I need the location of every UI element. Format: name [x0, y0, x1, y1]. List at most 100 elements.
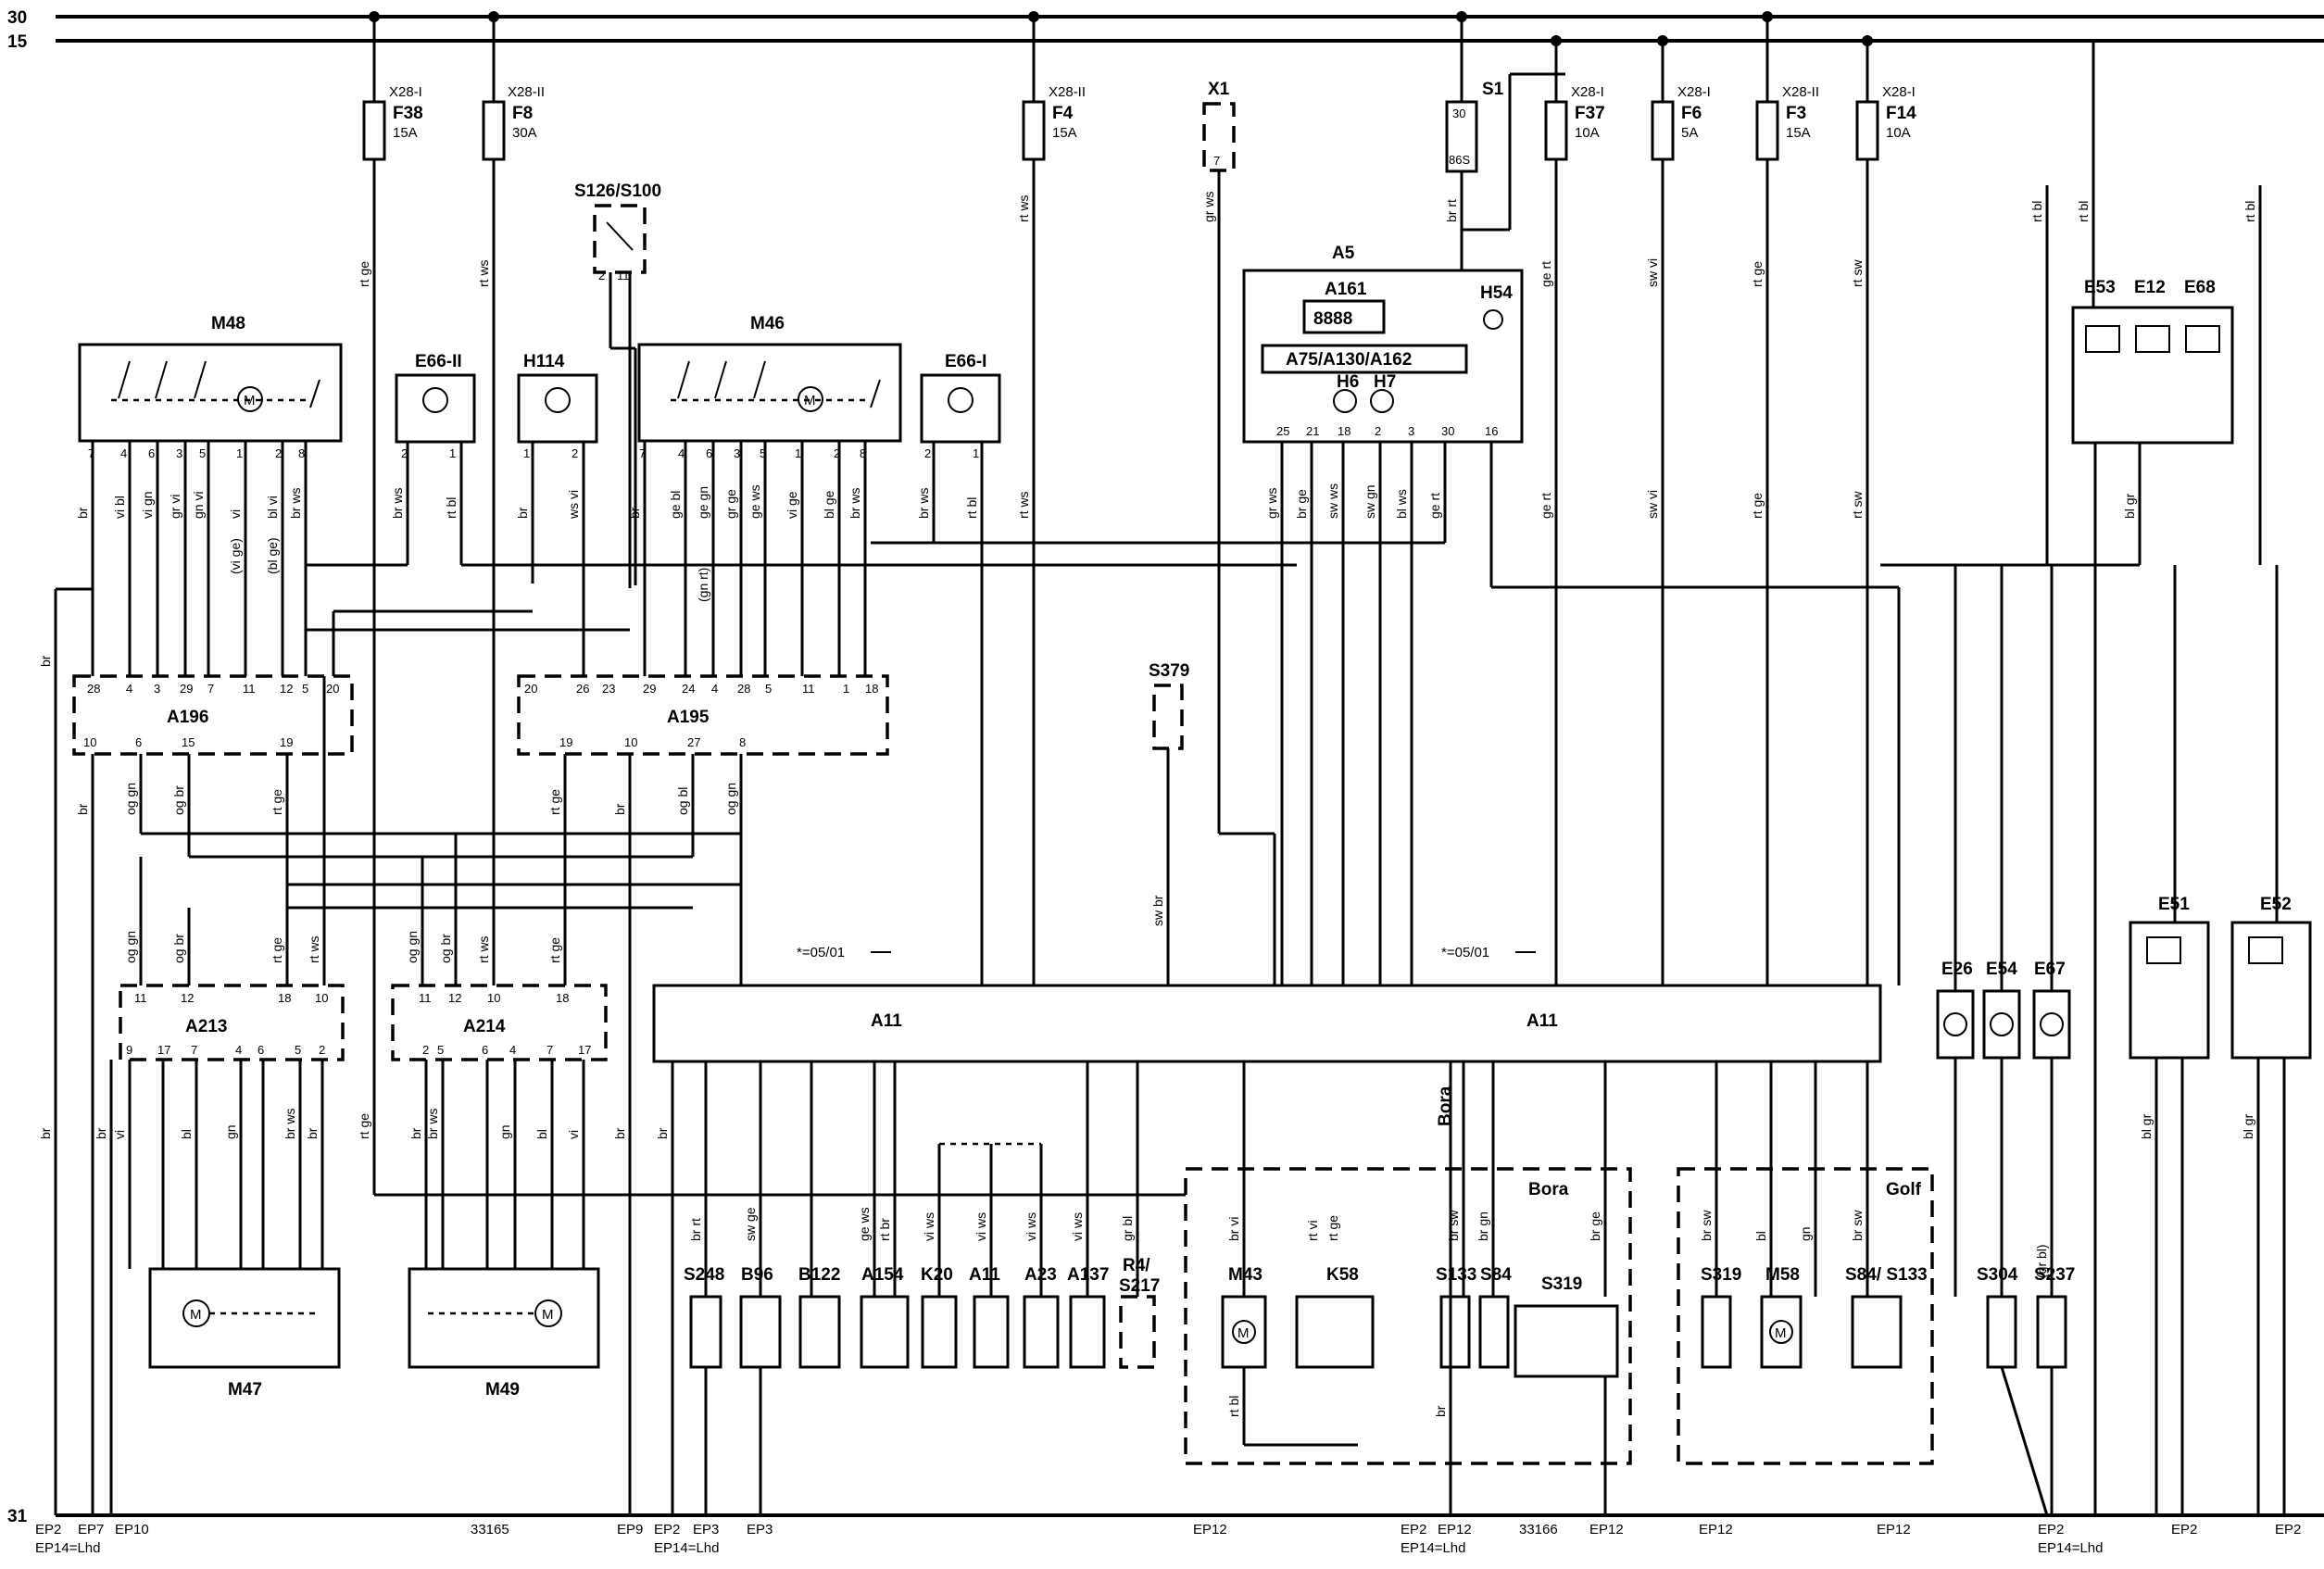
a5-label: A5 [1332, 244, 1355, 263]
a11b-label: A11 [969, 1265, 1000, 1285]
svg-text:16: 16 [1485, 424, 1498, 438]
note-right: *=05/01 [1441, 945, 1489, 960]
ground-lhd3: EP14=Lhd [1401, 1540, 1465, 1556]
ground-code2: 33166 [1519, 1522, 1558, 1538]
wire-label: br ws [425, 1109, 440, 1139]
h114-label: H114 [523, 352, 565, 371]
motor-m49: M M49 [408, 1267, 600, 1400]
fuse-f3: X28-II F3 15A [1755, 17, 1819, 985]
wire-label: gr ge [723, 489, 738, 519]
svg-text:4: 4 [120, 446, 127, 460]
wire-label: rt ge [1750, 493, 1765, 519]
b122-label: B122 [798, 1265, 840, 1285]
ground-ep12d: EP12 [1699, 1522, 1733, 1538]
ground-ep3b: EP3 [747, 1522, 773, 1538]
ground-lhd2: EP14=Lhd [654, 1540, 719, 1556]
svg-text:2: 2 [834, 446, 840, 460]
svg-text:30: 30 [1452, 107, 1465, 120]
svg-text:2: 2 [422, 1043, 429, 1057]
fuse-f8-conn: X28-II [508, 84, 545, 100]
wire-label: (gn rt) [696, 568, 710, 602]
m48-label: M48 [211, 314, 245, 333]
wire-label: br [305, 1127, 320, 1139]
wire-label: gn vi [191, 491, 206, 519]
wire-label: rt ge [270, 789, 284, 815]
svg-text:8: 8 [739, 735, 746, 749]
svg-text:6: 6 [258, 1043, 264, 1057]
wire-label: bl ws [1394, 489, 1409, 519]
svg-text:3: 3 [1408, 424, 1414, 438]
m48-wires: br vi bl vi gn gr vi gn vi vi (vi ge) bl… [75, 441, 308, 676]
wire-label: bl [534, 1129, 549, 1139]
ground-labels: EP2 EP7 EP10 EP14=Lhd 33165 EP9 EP2 EP3 … [35, 1522, 2301, 1556]
wire-label: ge ws [857, 1207, 872, 1241]
wire-label: br [94, 1127, 108, 1139]
wire-label: br ws [848, 488, 862, 519]
svg-text:5: 5 [437, 1043, 444, 1057]
wire-label: vi gn [140, 491, 155, 519]
ground-ep9: EP9 [617, 1522, 643, 1538]
wire-label: sw br [1150, 895, 1165, 926]
ground-ep12e: EP12 [1877, 1522, 1911, 1538]
svg-text:4: 4 [509, 1043, 516, 1057]
s304-label: S304 [1977, 1265, 2018, 1285]
a195-label: A195 [667, 708, 710, 727]
k58-label: K58 [1326, 1265, 1359, 1285]
power-rails: 30 15 31 [7, 8, 2324, 1526]
wire-label: br rt [1444, 199, 1459, 222]
e12-label: E12 [2134, 278, 2166, 297]
motor-m47: M M47 [148, 1267, 341, 1400]
svg-text:3: 3 [176, 446, 182, 460]
svg-text:30: 30 [1441, 424, 1454, 438]
a196-label: A196 [167, 708, 208, 727]
svg-text:86S: 86S [1449, 153, 1470, 167]
svg-text:17: 17 [578, 1043, 591, 1057]
svg-text:12: 12 [181, 991, 194, 1005]
rail-31-label: 31 [7, 1507, 28, 1526]
svg-text:18: 18 [556, 991, 569, 1005]
svg-text:5: 5 [760, 446, 766, 460]
svg-text:4: 4 [126, 682, 132, 696]
b96-label: B96 [741, 1265, 773, 1285]
m43-motor-symbol: M [1237, 1325, 1250, 1341]
s133-label: S133 [1436, 1265, 1476, 1285]
m47-label: M47 [228, 1380, 262, 1400]
svg-text:9: 9 [126, 1043, 132, 1057]
svg-text:4: 4 [235, 1043, 242, 1057]
s248-label: S248 [684, 1265, 724, 1285]
s217-label: S217 [1119, 1276, 1160, 1296]
fuse-f37: X28-I F37 10A [1544, 41, 1605, 985]
m47-motor-symbol: M [190, 1307, 202, 1323]
svg-text:7: 7 [639, 446, 646, 460]
fuse-f38-conn: X28-I [389, 84, 422, 100]
wire-label: vi [566, 1130, 581, 1139]
wire-label: og bl [675, 787, 690, 815]
svg-text:7: 7 [191, 1043, 197, 1057]
h54-label: H54 [1480, 283, 1513, 303]
fuse-f14-conn: X28-I [1882, 84, 1916, 100]
wire-label: bl gr [2241, 1113, 2255, 1139]
wire-label: br [38, 1127, 53, 1139]
x1-label: X1 [1208, 80, 1230, 99]
svg-text:1: 1 [236, 446, 243, 460]
fuse-f6-id: F6 [1681, 104, 1702, 123]
wire-label: og br [171, 934, 186, 963]
svg-text:11: 11 [617, 269, 630, 282]
fuse-wire-labels: rt ge rt ws rt ws gr ws br rt ge rt sw v… [357, 192, 1865, 519]
wire-label: gn [223, 1124, 238, 1139]
s319-label: S319 [1541, 1274, 1582, 1294]
s84s133-label: S84/ S133 [1845, 1265, 1928, 1285]
wire-label: rt br [877, 1218, 892, 1241]
wire-label: bl ge [822, 490, 836, 519]
e53-label: E53 [2084, 278, 2116, 297]
wire-label: br ge [1588, 1211, 1602, 1241]
fuse-f37-rating: 10A [1575, 125, 1600, 141]
wire-label: ws vi [566, 490, 581, 520]
svg-text:12: 12 [448, 991, 461, 1005]
fuse-f38: X28-I F38 15A [362, 17, 423, 1195]
module-a11: A11 A11 *=05/01 *=05/01 [652, 945, 1882, 1063]
svg-text:18: 18 [1338, 424, 1350, 438]
rail-15-label: 15 [7, 32, 28, 52]
svg-text:2: 2 [275, 446, 282, 460]
svg-text:1: 1 [523, 446, 530, 460]
